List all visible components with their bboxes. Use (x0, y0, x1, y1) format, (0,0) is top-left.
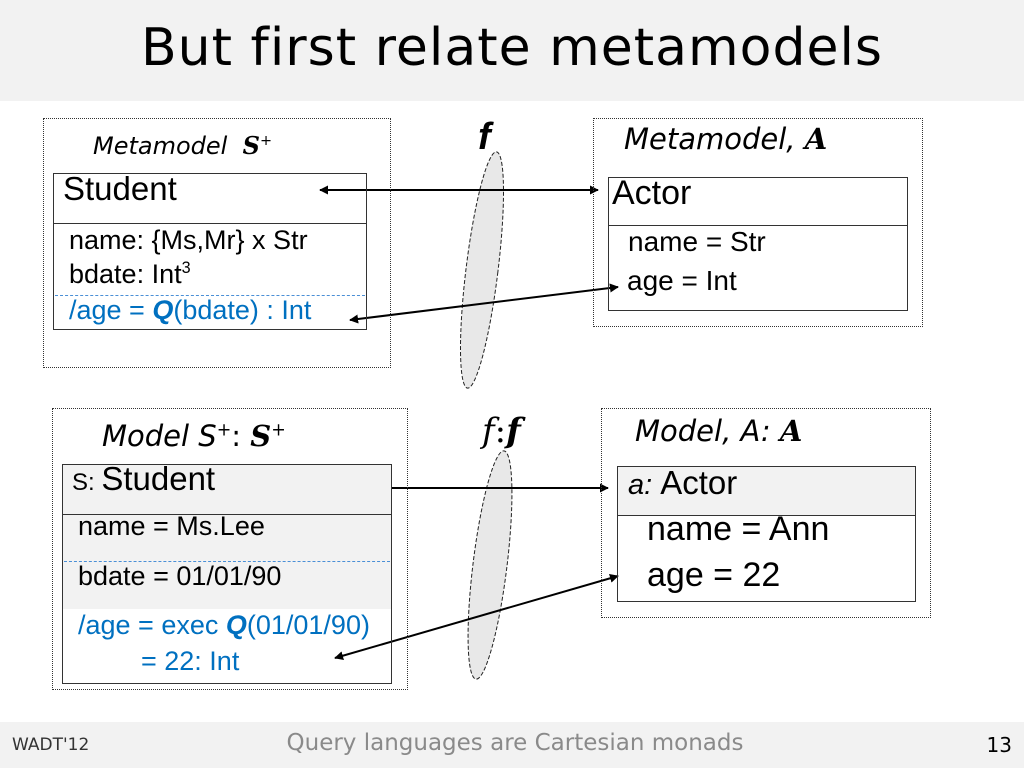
mapping-symbol-top: f (478, 116, 491, 158)
caption-symbol: S (242, 131, 260, 160)
title-bar (0, 0, 1024, 101)
object-class: Actor (660, 464, 738, 501)
student-derived-age: /age = Q(bdate) : Int (69, 297, 311, 324)
student-object-derived-line2: = 22: Int (141, 646, 240, 676)
query-q: Q (225, 610, 247, 640)
object-derived-divider (64, 561, 390, 562)
caption-symbol-sup: + (271, 420, 286, 441)
left-model-caption: Model S+: S+ (102, 420, 286, 452)
student-object-header (63, 465, 391, 515)
caption-sup: + (216, 420, 232, 441)
derived-divider (55, 295, 365, 296)
actor-attr-name: name = Str (628, 226, 766, 257)
slide-title: But first relate metamodels (140, 18, 884, 78)
footer-talk-title: Query languages are Cartesian monads (286, 730, 744, 756)
derived-suffix: (bdate) : Int (173, 295, 312, 325)
derived-prefix: /age = (69, 295, 153, 325)
derived-suffix: (01/01/90) (246, 610, 370, 640)
arrow-age-age (349, 283, 619, 324)
actor-object-title: a: Actor (628, 466, 737, 500)
bdate-text: bdate: Int (69, 259, 182, 289)
footer-page-number: 13 (986, 733, 1012, 757)
caption-sup: + (259, 133, 272, 149)
caption-symbol: S (250, 419, 272, 453)
caption-text: Model S (102, 419, 217, 453)
actor-class-box (608, 177, 908, 311)
right-metamodel-frame (593, 118, 923, 327)
caption-text: Metamodel, (624, 122, 805, 156)
mapping-ellipse-bottom (467, 450, 513, 680)
model-mapping-symbol: f (506, 411, 521, 451)
student-object-title: S: Student (72, 462, 215, 495)
object-class: Student (101, 460, 216, 497)
student-attr-name: name: {Ms,Mr} x Str (69, 225, 308, 255)
student-attr-bdate: bdate: Int3 (69, 259, 191, 289)
bdate-sup: 3 (181, 259, 191, 277)
mapping-symbol-bottom: f:f (482, 414, 521, 448)
actor-attr-age: age = Int (627, 265, 737, 296)
mapping-ellipse-top (459, 151, 505, 389)
footer-bar (0, 722, 1024, 768)
actor-object-age: age = 22 (647, 556, 781, 594)
actor-object-name: name = Ann (647, 510, 830, 548)
left-metamodel-caption: Metamodel S+ (93, 130, 272, 162)
student-class-box (53, 173, 367, 330)
student-object-derived-line1: /age = exec Q(01/01/90) (78, 612, 370, 639)
actor-object-header (618, 467, 915, 516)
caption-symbol: A (779, 414, 803, 448)
caption-text: Metamodel (93, 132, 228, 160)
derived-prefix: /age = exec (78, 610, 226, 640)
right-metamodel-caption: Metamodel, A (624, 123, 827, 155)
left-model-frame (52, 408, 408, 690)
student-object-attrs-bg (63, 515, 391, 609)
student-object-box (62, 464, 392, 684)
left-metamodel-frame (43, 118, 391, 368)
model-mapping-colon: : (494, 411, 507, 451)
query-q: Q (152, 295, 174, 325)
arrow-age-value (334, 573, 619, 661)
object-prefix: S: (72, 469, 102, 496)
caption-colon: : (231, 419, 251, 453)
actor-class-header (609, 178, 907, 226)
actor-class-name: Actor (612, 174, 692, 212)
student-class-name: Student (63, 170, 177, 207)
student-object-bdate: bdate = 01/01/90 (78, 561, 282, 591)
student-class-header (54, 174, 366, 224)
right-model-frame (601, 408, 931, 618)
object-prefix: a: (628, 469, 661, 501)
model-mapping-prefix: f (482, 411, 495, 451)
caption-text: Model, A: (635, 414, 780, 448)
actor-object-box (617, 466, 916, 602)
right-model-caption: Model, A: A (635, 415, 802, 447)
student-object-name: name = Ms.Lee (78, 511, 265, 541)
footer-conference: WADT'12 (12, 735, 90, 755)
caption-symbol: A (804, 122, 828, 156)
